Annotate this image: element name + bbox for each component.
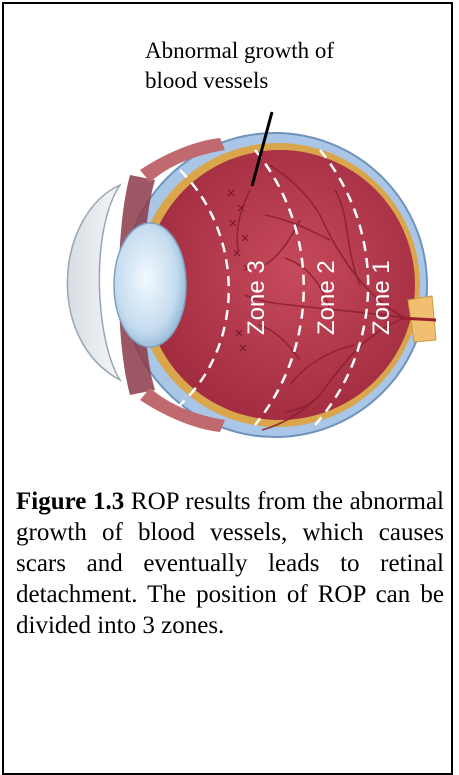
annotation-line-2: blood vessels — [145, 66, 405, 96]
optic-nerve-vessel — [400, 318, 436, 320]
cornea — [67, 185, 120, 380]
zone-3-label: Zone 3 — [243, 260, 270, 335]
figure-caption: Figure 1.3 ROP results from the abnormal… — [16, 486, 444, 641]
annotation-line-1: Abnormal growth of — [145, 36, 405, 66]
zone-1-label: Zone 1 — [368, 260, 395, 335]
zone-2-label: Zone 2 — [313, 260, 340, 335]
annotation-label: Abnormal growth of blood vessels — [145, 36, 405, 96]
lens — [114, 223, 186, 347]
figure-number: Figure 1.3 — [16, 488, 124, 515]
